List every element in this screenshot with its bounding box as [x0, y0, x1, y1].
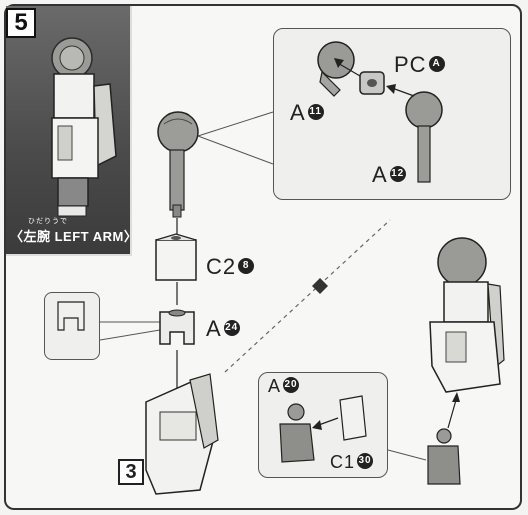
part-code: A	[372, 162, 388, 187]
forearm-assembly	[145, 373, 219, 495]
a24-part	[159, 309, 195, 345]
ball-joint-part	[157, 111, 199, 218]
part-code: A	[290, 100, 306, 125]
part-number: 8	[238, 258, 255, 275]
part-number: A	[428, 56, 445, 73]
left-arm-photo	[51, 37, 117, 217]
a20-part	[279, 403, 315, 463]
hand-part	[427, 428, 461, 485]
pc-a-part	[359, 71, 385, 95]
reference-step-box: 3	[118, 459, 144, 485]
part-code: C2	[206, 254, 237, 279]
a24-detail-part	[57, 301, 85, 331]
caption-ruby: ひだりうで	[28, 218, 68, 225]
part-number: 11	[307, 104, 324, 121]
direction-marker-icon	[312, 278, 328, 294]
part-code: C1	[330, 452, 356, 472]
photo-caption-group: ひだりうで 〈左腕 LEFT ARM〉	[10, 216, 137, 246]
photo-panel	[6, 6, 132, 256]
part-code: PC	[394, 52, 427, 77]
part-number: 12	[389, 166, 406, 183]
c1-part	[339, 395, 367, 441]
completed-arm	[429, 237, 505, 393]
part-code: A	[206, 316, 222, 341]
part-number: 30	[357, 453, 374, 470]
part-number: 24	[223, 320, 240, 337]
part-code: A	[268, 376, 282, 396]
step-number-badge: 5	[6, 8, 36, 38]
photo-caption: 〈左腕 LEFT ARM〉	[10, 229, 138, 244]
c2-part	[155, 233, 197, 281]
part-number: 20	[283, 377, 300, 394]
a12-part	[405, 91, 443, 183]
